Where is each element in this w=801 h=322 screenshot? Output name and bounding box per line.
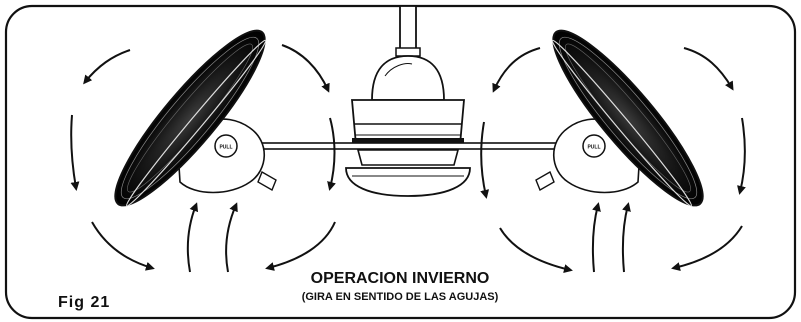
airflow-arrow-icon (83, 49, 131, 85)
airflow-arrow-icon (265, 221, 336, 271)
airflow-arrow-icon (327, 117, 336, 191)
figure-label: Fig 21 (58, 294, 111, 311)
airflow-arrow-icon (480, 121, 490, 199)
airflow-arrows-left (70, 44, 336, 273)
airflow-arrow-icon (591, 202, 601, 273)
airflow-arrow-icon (70, 114, 80, 191)
fan-arm (229, 142, 586, 150)
operation-subtitle: (GIRA EN SENTIDO DE LAS AGUJAS) (301, 291, 499, 303)
airflow-arrow-icon (281, 44, 330, 93)
airflow-arrow-icon (186, 202, 199, 273)
fan-head-icon (551, 29, 704, 207)
fan-head-icon (114, 29, 267, 207)
right-fan-head: PULL (535, 29, 704, 207)
pull-label-right: PULL (587, 145, 600, 151)
airflow-arrow-icon (621, 202, 631, 273)
airflow-arrow-icon (737, 117, 746, 195)
airflow-arrow-icon (91, 221, 155, 271)
airflow-arrow-icon (499, 227, 573, 274)
airflow-arrow-icon (492, 47, 541, 93)
airflow-arrows-right (480, 47, 746, 274)
pull-label-left: PULL (219, 145, 232, 151)
left-fan-head: PULL (114, 29, 277, 207)
ceiling-fan-motor-icon (345, 5, 471, 197)
operation-title: OPERACION INVIERNO (310, 270, 490, 287)
airflow-arrow-icon (225, 202, 238, 273)
airflow-arrow-icon (683, 47, 734, 91)
airflow-arrow-icon (671, 225, 743, 272)
